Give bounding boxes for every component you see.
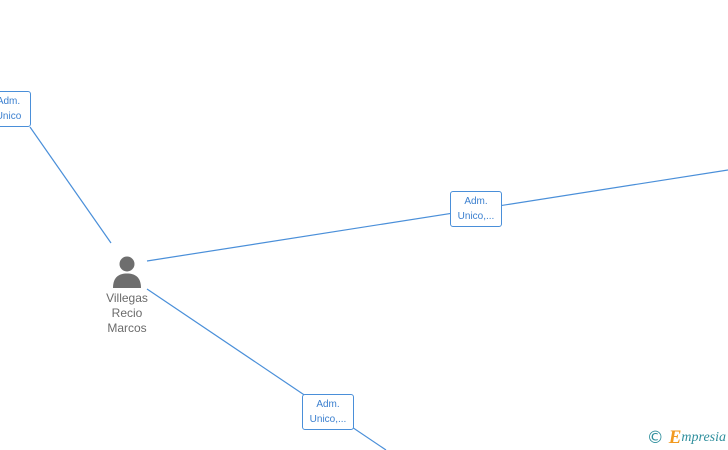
edge-label-right[interactable]: Adm. Unico,... bbox=[450, 191, 502, 227]
empresia-watermark: © E mpresia bbox=[646, 427, 726, 448]
person-silhouette-icon bbox=[113, 256, 141, 288]
brand-logo-text: mpresia bbox=[681, 430, 726, 445]
edge-label-line-2: Unico,... bbox=[457, 211, 495, 222]
person-name-line: Marcos bbox=[107, 321, 147, 335]
copyright-icon: © bbox=[646, 428, 664, 448]
person-name-line: Villegas bbox=[106, 291, 148, 305]
edge-label-line-1: Adm. bbox=[316, 399, 340, 410]
person-name: Villegas Recio Marcos bbox=[96, 291, 158, 336]
edge-person-to-right bbox=[146, 169, 728, 262]
edge-label-line-1: Adm. bbox=[464, 196, 488, 207]
brand-logo-initial: E bbox=[668, 427, 682, 448]
edge-label-bottom[interactable]: Adm. Unico,... bbox=[302, 394, 354, 430]
edge-label-line-2: Unico bbox=[0, 111, 22, 122]
edge-label-line-2: Unico,... bbox=[309, 414, 347, 425]
edge-person-to-topleft bbox=[29, 126, 112, 244]
edge-label-line-1: Adm. bbox=[0, 96, 21, 107]
edge-label-topleft[interactable]: Adm. Unico bbox=[0, 91, 31, 127]
person-node[interactable]: Villegas Recio Marcos bbox=[96, 255, 158, 336]
person-name-line: Recio bbox=[111, 306, 143, 320]
